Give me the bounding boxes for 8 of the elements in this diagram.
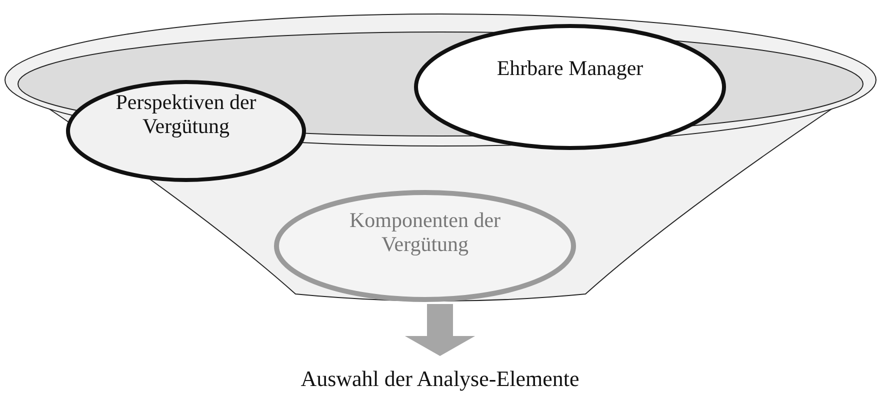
node-label: Perspektiven der Vergütung [114,90,258,138]
ellipse-node [66,80,306,182]
caption-text: Auswahl der Analyse-Elemente [300,366,580,392]
node-label: Ehrbare Manager [496,56,644,80]
block-arrow [404,304,476,356]
ellipse-node [414,24,726,150]
node-label: Komponenten der Vergütung [348,208,502,256]
ellipse-node [274,190,576,302]
